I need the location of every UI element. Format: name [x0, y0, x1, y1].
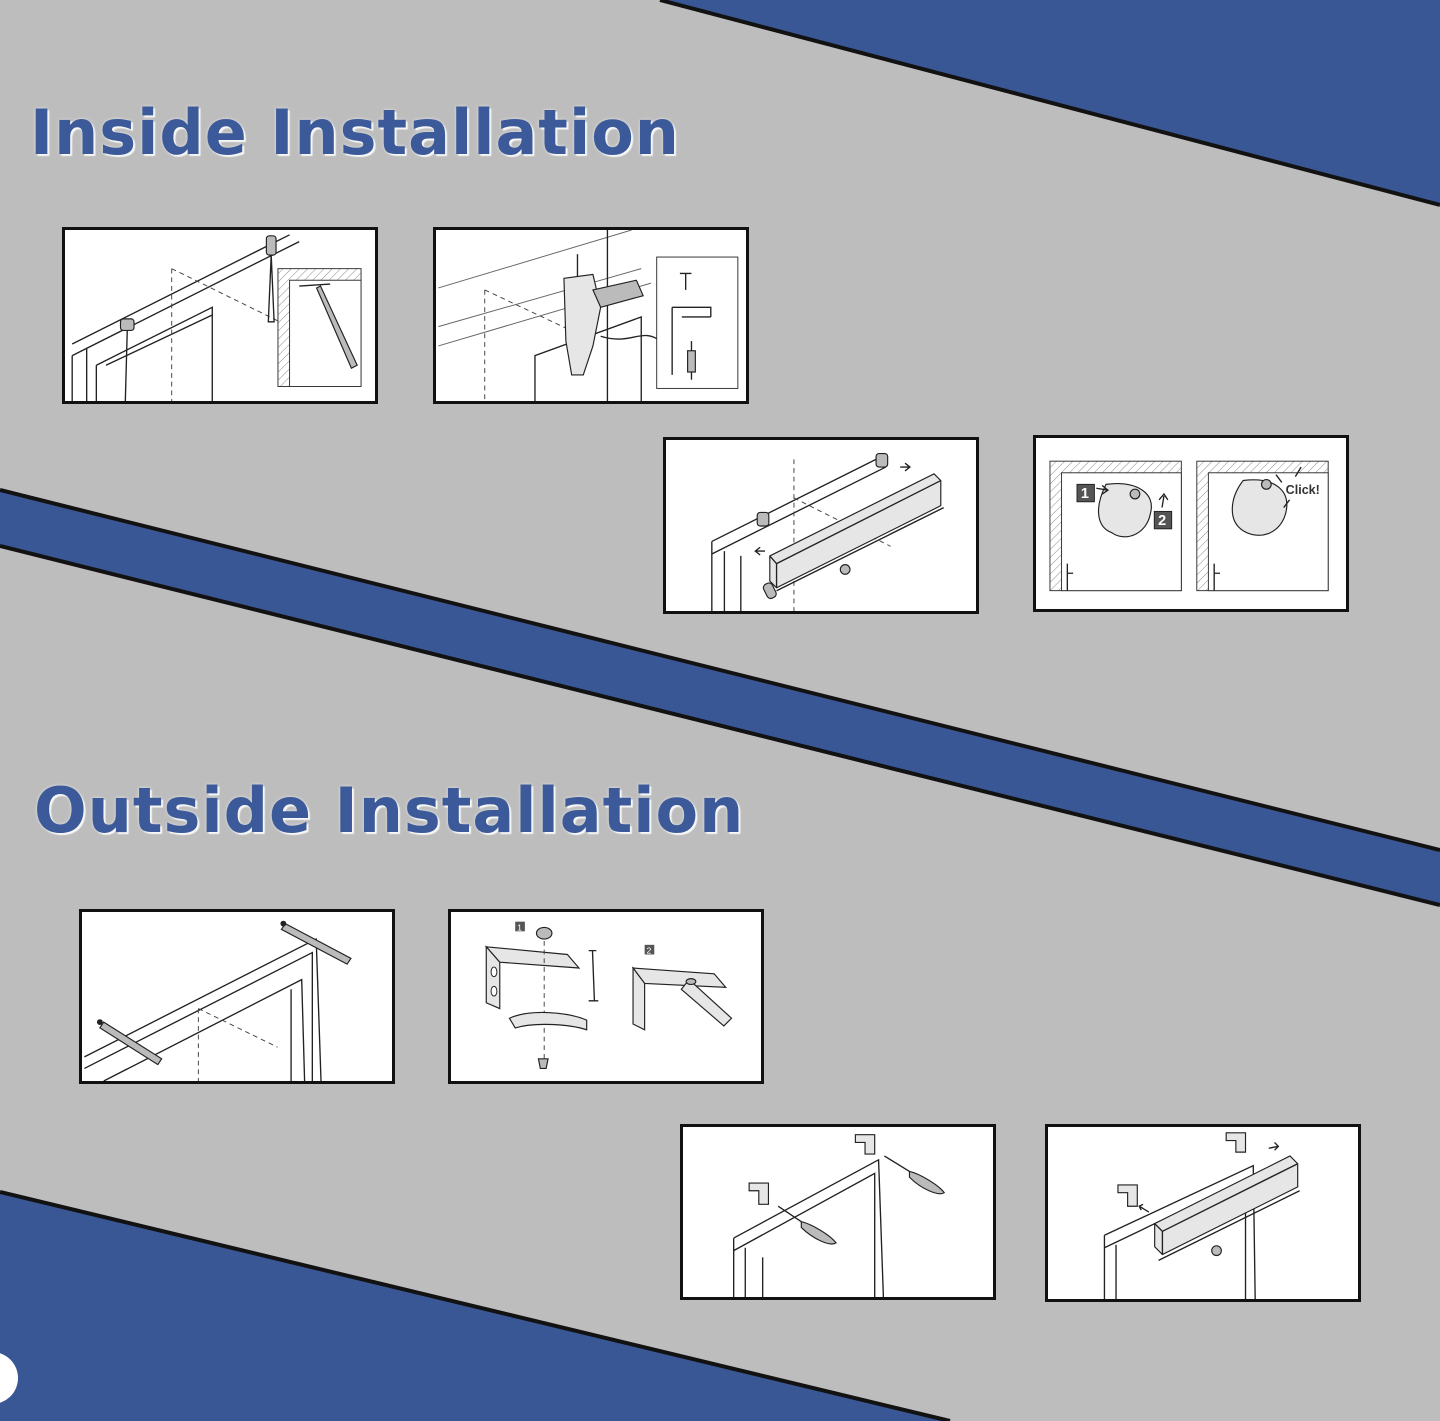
screw-brackets-wall-icon: [733, 1134, 946, 1297]
step-1-label: 1: [1081, 486, 1089, 502]
step-2-label: 2: [1158, 513, 1166, 529]
outside-step-4-panel: [1045, 1124, 1361, 1302]
inside-step-4-panel: 1 2 Click!: [1033, 435, 1349, 612]
bracket-step-2-label: 2: [647, 946, 652, 956]
outside-step-2-panel: 1 2: [448, 909, 764, 1084]
assemble-bracket-icon: 1 2: [484, 921, 733, 1070]
middle-band: [0, 490, 1440, 905]
outside-step-3-panel: [680, 1124, 996, 1300]
outside-installation-title: Outside Installation: [34, 774, 745, 847]
outside-step-1-panel: [79, 909, 395, 1084]
measure-inside-frame-icon: [71, 234, 362, 401]
inside-step-2-panel: [433, 227, 749, 404]
measure-outside-frame-icon: [84, 920, 352, 1081]
click-label: Click!: [1286, 483, 1320, 497]
inside-installation-title: Inside Installation: [30, 96, 680, 169]
clip-bracket-cover-icon: 1 2 Click!: [1049, 460, 1329, 592]
corner-circle: [0, 1353, 18, 1403]
mount-roller-blind-icon: [1103, 1132, 1300, 1299]
bracket-step-1-label: 1: [517, 922, 522, 932]
attach-roller-blind-icon: [711, 452, 944, 611]
inside-step-1-panel: [62, 227, 378, 404]
inside-step-3-panel: [663, 437, 979, 614]
drill-bracket-holes-icon: [438, 230, 739, 401]
